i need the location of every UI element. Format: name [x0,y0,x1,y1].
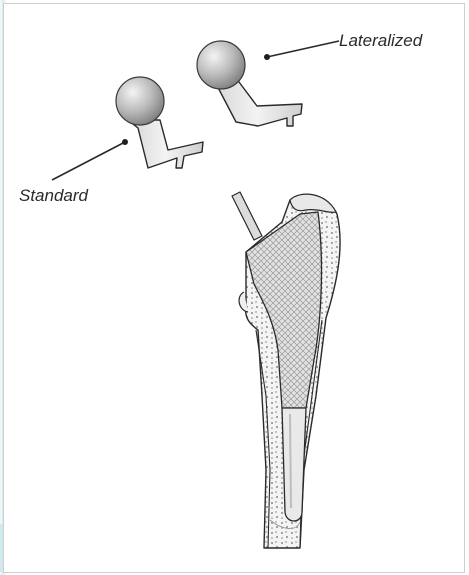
lateralized-leader-dot [264,54,270,60]
femoral-stem-assembly [232,192,340,548]
lateralized-ball [197,41,245,89]
standard-neck [128,120,203,168]
lateralized-leader-line [267,41,339,57]
stem-distal-highlight [290,414,291,508]
lateralized-label: Lateralized [339,31,422,51]
greater-trochanter [290,194,336,212]
stem-trunnion [232,192,262,240]
standard-ball [116,77,164,125]
standard-label: Standard [19,186,88,206]
standard-leader-dot [122,139,128,145]
lateralized-head-component [197,41,302,126]
stem-distal [282,408,306,521]
standard-leader-line [52,142,125,180]
standard-head-component [116,77,203,168]
